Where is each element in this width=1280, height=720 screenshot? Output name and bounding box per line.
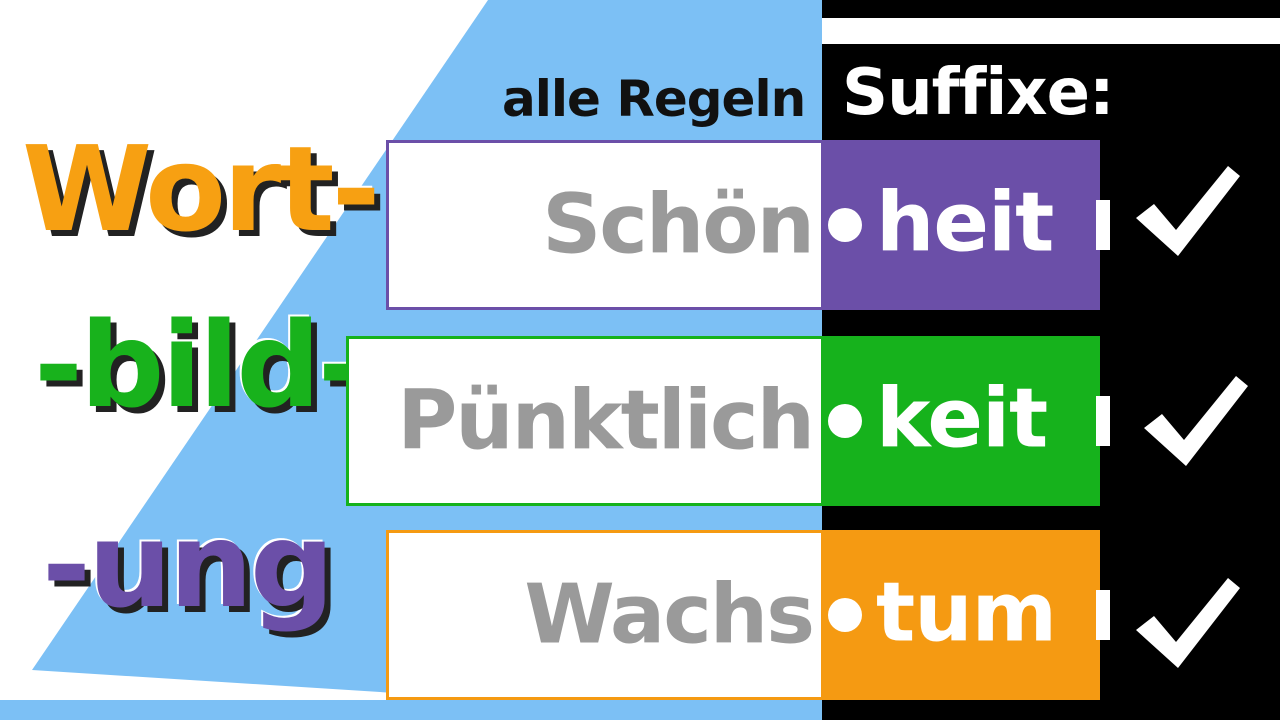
suffix-nub xyxy=(1096,590,1110,640)
suffix-box: tum xyxy=(824,530,1110,700)
suffix-nub xyxy=(1096,200,1110,250)
dot-separator xyxy=(828,598,862,632)
suffix-box: heit xyxy=(824,140,1110,310)
example-row-heit: Schön heit xyxy=(386,140,1110,310)
dot-separator xyxy=(828,404,862,438)
top-white-strip xyxy=(822,18,1280,44)
example-row-keit: Pünktlich keit xyxy=(346,336,1110,506)
stem-text: Wachs xyxy=(524,567,815,663)
header-all-rules: alle Regeln xyxy=(502,70,806,128)
stem-box: Wachs xyxy=(386,530,824,700)
check-mark-icon xyxy=(1136,578,1240,668)
suffix-text: heit xyxy=(876,175,1054,271)
check-mark-icon xyxy=(1144,376,1248,466)
suffix-text: keit xyxy=(876,371,1048,467)
dot-separator xyxy=(828,208,862,242)
suffix-box: keit xyxy=(824,336,1110,506)
stem-box: Schön xyxy=(386,140,824,310)
stem-text: Pünktlich xyxy=(397,373,815,469)
suffix-nub xyxy=(1096,396,1110,446)
title-word-3: -ung xyxy=(42,496,334,634)
example-row-tum: Wachs tum xyxy=(386,530,1110,700)
bottom-blue-strip xyxy=(0,700,822,720)
stem-text: Schön xyxy=(542,177,815,273)
stem-box: Pünktlich xyxy=(346,336,824,506)
header-suffixes: Suffixe: xyxy=(842,56,1115,130)
title-word-1: Wort- xyxy=(22,120,381,258)
check-mark-icon xyxy=(1136,166,1240,256)
suffix-text: tum xyxy=(876,565,1057,661)
title-word-2: -bild- xyxy=(34,296,367,434)
